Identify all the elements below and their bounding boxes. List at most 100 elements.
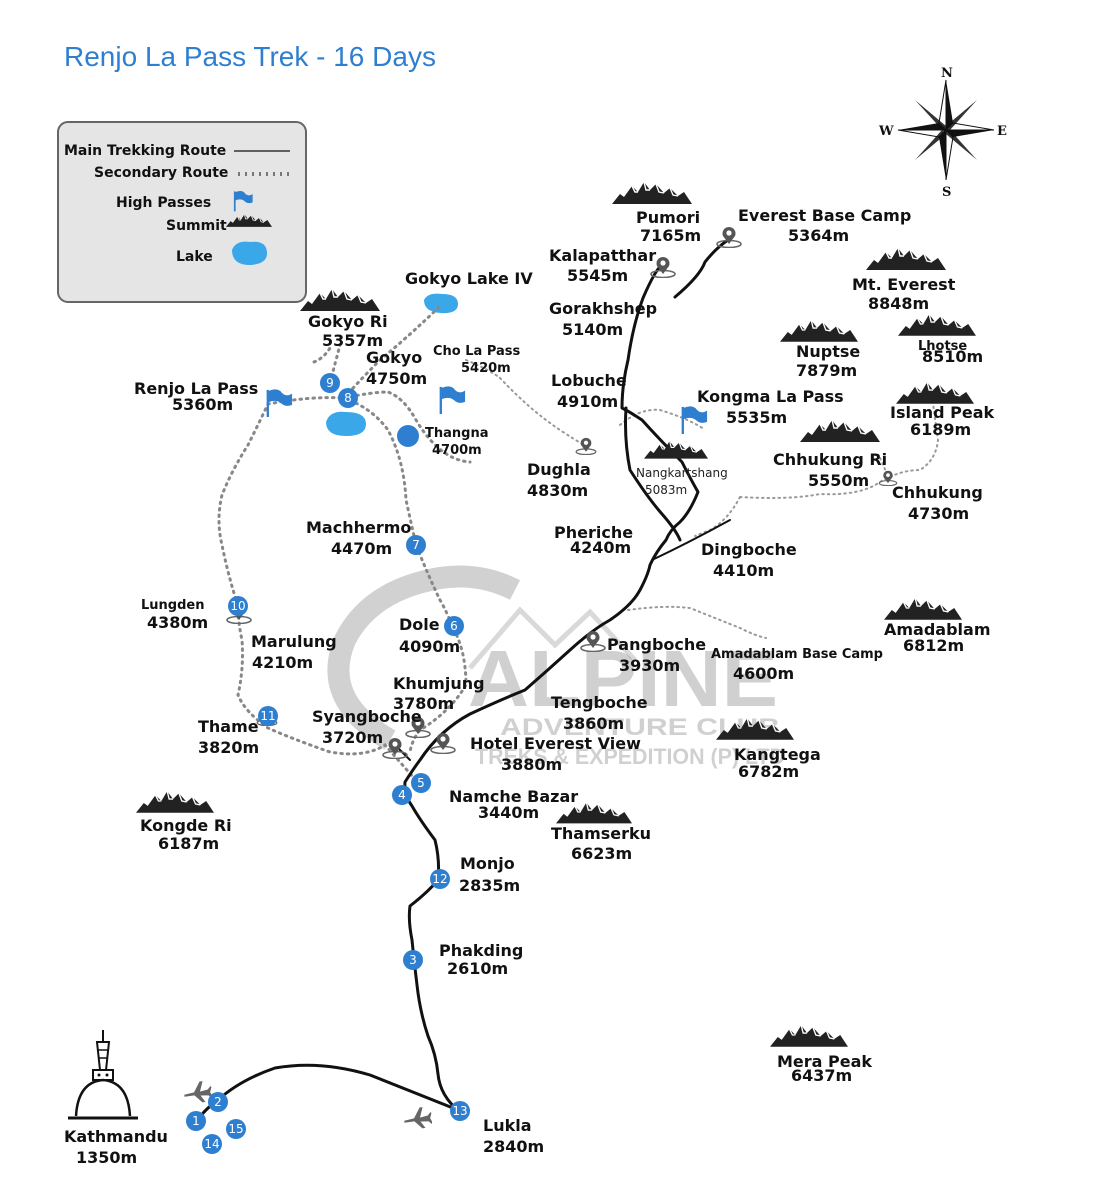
label-thamserku: Thamserku: [551, 824, 651, 843]
alt-tengboche: 3860m: [563, 714, 624, 733]
alt-marulung: 4210m: [252, 653, 313, 672]
svg-text:8: 8: [344, 391, 352, 405]
alt-khumjung: 3780m: [393, 694, 454, 713]
label-syangboche: Syangboche: [312, 707, 422, 726]
stop-12[interactable]: 12: [430, 869, 450, 889]
label-phakding: Phakding: [439, 941, 523, 960]
stop-4[interactable]: 4: [392, 785, 412, 805]
label-thame: Thame: [198, 717, 259, 736]
label-thangna: Thangna: [425, 426, 488, 441]
label-kangtega: Kangtega: [734, 745, 821, 764]
alt-chhukung: 4730m: [908, 504, 969, 523]
label-pheriche: Pheriche: [554, 523, 633, 542]
mountain-amadablam-icon: [884, 597, 962, 620]
alt-monjo: 2835m: [459, 876, 520, 895]
label-lukla: Lukla: [483, 1116, 532, 1135]
stop-2[interactable]: 2: [208, 1092, 228, 1112]
stop-13[interactable]: 13: [450, 1101, 470, 1121]
alt-amadablam-base-camp: 4600m: [733, 664, 794, 683]
alt-namche-bazar: 3440m: [478, 803, 539, 822]
alt-chhukung-ri: 5550m: [808, 471, 869, 490]
stop-15[interactable]: 15: [226, 1119, 246, 1139]
stop-11[interactable]: 11: [258, 706, 278, 726]
label-kathmandu: Kathmandu: [64, 1127, 168, 1146]
svg-text:3: 3: [409, 953, 417, 967]
label-lobuche: Lobuche: [551, 371, 627, 390]
svg-text:4: 4: [398, 788, 406, 802]
stop-8[interactable]: 8: [338, 388, 358, 408]
svg-text:11: 11: [260, 709, 275, 723]
alt-thamserku: 6623m: [571, 844, 632, 863]
alt-nangkartshang: 5083m: [645, 483, 687, 497]
svg-text:10: 10: [230, 599, 245, 613]
alt-kalapatthar: 5545m: [567, 266, 628, 285]
stop-9[interactable]: 9: [320, 373, 340, 393]
label-pumori: Pumori: [636, 208, 700, 227]
alt-pangboche: 3930m: [619, 656, 680, 675]
alt-pheriche: 4240m: [570, 538, 631, 557]
watermark: ALPINE ADVENTURE CLUB TREKS & EXPEDITION…: [327, 565, 785, 769]
alt-dingboche: 4410m: [713, 561, 774, 580]
plane-lukla-icon: [402, 1106, 432, 1130]
alt-mera-peak: 6437m: [791, 1066, 852, 1085]
flag-cho-la-icon: [439, 385, 466, 415]
legend-summit-label: Summit: [166, 218, 227, 234]
legend: Main Trekking Route Secondary Route High…: [57, 121, 307, 303]
stop-1[interactable]: 1: [186, 1111, 206, 1131]
legend-lake-icon: [232, 241, 268, 265]
flag-renjo-la-icon: [266, 388, 293, 418]
compass-e: E: [997, 124, 1007, 139]
alt-kongde-ri: 6187m: [158, 834, 219, 853]
svg-text:6: 6: [450, 619, 458, 633]
label-lungden: Lungden: [141, 598, 204, 613]
label-pangboche: Pangboche: [607, 635, 706, 654]
alt-lukla: 2840m: [483, 1137, 544, 1156]
legend-main-route-label: Main Trekking Route: [64, 143, 226, 159]
stop-10[interactable]: 10: [228, 596, 248, 616]
mountain-gokyo-ri-icon: [300, 288, 380, 311]
alt-syangboche: 3720m: [322, 728, 383, 747]
alt-mt-everest: 8848m: [868, 294, 929, 313]
stop-6[interactable]: 6: [444, 616, 464, 636]
svg-text:14: 14: [204, 1137, 219, 1151]
alt-dole: 4090m: [399, 637, 460, 656]
alt-pumori: 7165m: [640, 226, 701, 245]
label-gokyo-lake-iv: Gokyo Lake IV: [405, 269, 533, 288]
label-chhukung: Chhukung: [892, 483, 983, 502]
watermark-line3: TREKS & EXPEDITION (P) LTD: [475, 744, 785, 769]
alt-lungden: 4380m: [147, 613, 208, 632]
alt-kongma-la-pass: 5535m: [726, 408, 787, 427]
lake-gokyo-iv: [424, 293, 458, 314]
alt-gorakhshep: 5140m: [562, 320, 623, 339]
legend-lake-label: Lake: [176, 249, 213, 265]
svg-text:7: 7: [412, 538, 420, 552]
stop-7[interactable]: 7: [406, 535, 426, 555]
label-marulung: Marulung: [251, 632, 337, 651]
label-dingboche: Dingboche: [701, 540, 797, 559]
label-gorakhshep: Gorakhshep: [549, 299, 657, 318]
svg-text:5: 5: [417, 776, 425, 790]
mountain-nangkartshang-icon: [644, 440, 708, 460]
mountain-lhotse-icon: [898, 313, 976, 336]
thangna-marker: [397, 425, 419, 447]
mountain-chhukung-ri-icon: [800, 419, 880, 442]
stop-3[interactable]: 3: [403, 950, 423, 970]
alt-amadablam: 6812m: [903, 636, 964, 655]
label-chhukung-ri: Chhukung Ri: [773, 450, 887, 469]
alt-kangtega: 6782m: [738, 762, 799, 781]
alt-nuptse: 7879m: [796, 361, 857, 380]
lake-gokyo: [326, 411, 366, 436]
alt-island-peak: 6189m: [910, 420, 971, 439]
label-dughla: Dughla: [527, 460, 591, 479]
alt-lobuche: 4910m: [557, 392, 618, 411]
label-kalapatthar: Kalapatthar: [549, 246, 656, 265]
stop-5[interactable]: 5: [411, 773, 431, 793]
label-dole: Dole: [399, 615, 440, 634]
alt-gokyo: 4750m: [366, 369, 427, 388]
label-nuptse: Nuptse: [796, 342, 860, 361]
label-kongma-la-pass: Kongma La Pass: [697, 387, 844, 406]
stop-14[interactable]: 14: [202, 1134, 222, 1154]
alt-hotel-everest-view: 3880m: [501, 755, 562, 774]
alt-lhotse: 8510m: [922, 347, 983, 366]
label-lhotse: Lhotse: [918, 339, 967, 354]
